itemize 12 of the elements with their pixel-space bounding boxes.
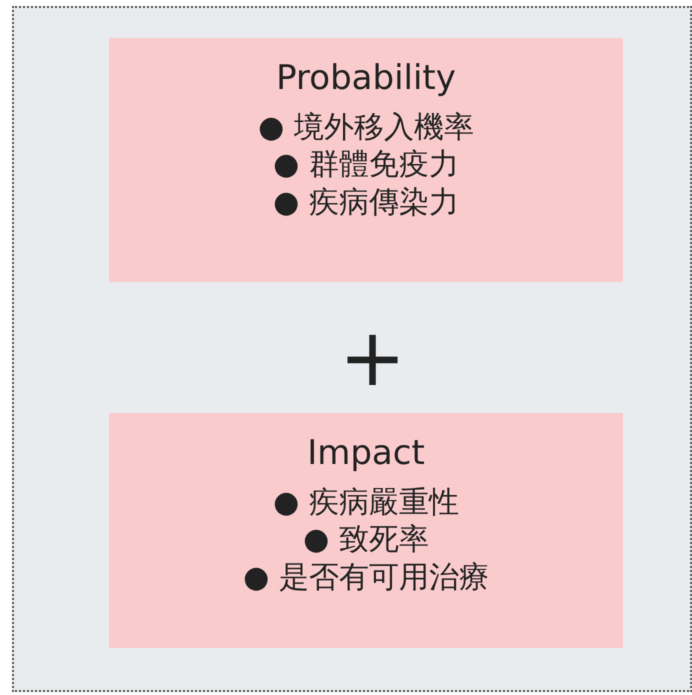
bullet-item: ● 群體免疫力 xyxy=(273,146,459,184)
card-heading: Impact xyxy=(307,433,425,474)
impact-card xyxy=(109,413,623,648)
bullet-item: ● 是否有可用治療 xyxy=(243,558,489,596)
bullet-item: ● 疾病傳染力 xyxy=(273,184,459,222)
bullet-item: ● 境外移入機率 xyxy=(258,108,474,146)
bullet-item: ● 疾病嚴重性 xyxy=(273,484,459,522)
plus-sign: + xyxy=(339,318,406,398)
probability-card xyxy=(109,38,623,282)
dotted-frame xyxy=(12,6,692,692)
bullet-item: ● 致死率 xyxy=(303,521,429,559)
card-heading: Probability xyxy=(276,58,456,99)
